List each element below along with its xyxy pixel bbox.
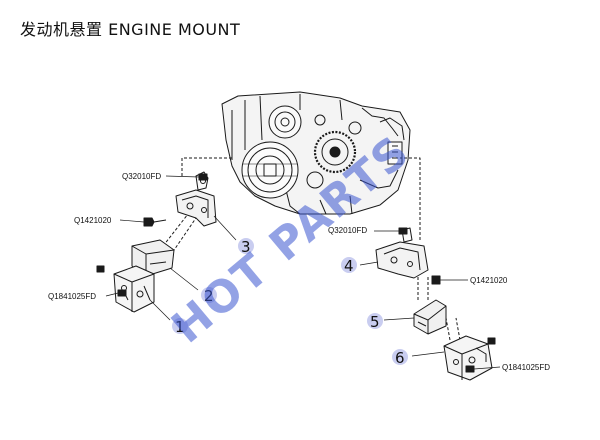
code-leader-lines bbox=[105, 175, 501, 370]
left-top-bolt bbox=[198, 173, 208, 181]
part-code-q1421020-left: Q1421020 bbox=[74, 216, 112, 225]
left-lower-bracket bbox=[113, 265, 155, 313]
right-top-bolt bbox=[398, 227, 408, 235]
right-side-bolt bbox=[431, 275, 441, 285]
page-title: 发动机悬置 ENGINE MOUNT bbox=[20, 20, 241, 39]
right-lower-bracket bbox=[443, 335, 493, 381]
callout-5: 5 bbox=[370, 313, 380, 331]
left-side-bolt bbox=[143, 217, 167, 227]
part-code-q1421020-right: Q1421020 bbox=[470, 276, 508, 285]
left-insulator bbox=[131, 239, 175, 277]
engine-block-drawing bbox=[221, 91, 411, 215]
callout-leader-lines bbox=[149, 215, 445, 357]
callout-6: 6 bbox=[395, 349, 405, 367]
part-code-q32010fd-left: Q32010FD bbox=[122, 172, 161, 181]
left-upper-bracket bbox=[175, 171, 217, 227]
left-lower-bolts bbox=[96, 265, 127, 297]
callout-circles bbox=[172, 238, 408, 365]
callout-4: 4 bbox=[344, 257, 354, 275]
right-lower-bolts bbox=[465, 337, 496, 373]
right-insulator bbox=[413, 299, 447, 335]
part-code-q1841025fd-left: Q1841025FD bbox=[48, 292, 96, 301]
callout-1: 1 bbox=[175, 318, 185, 336]
part-code-q32010fd-right: Q32010FD bbox=[328, 226, 367, 235]
callout-2: 2 bbox=[204, 287, 214, 305]
right-upper-bracket bbox=[375, 227, 429, 279]
callout-3: 3 bbox=[241, 238, 251, 256]
part-code-q1841025fd-right: Q1841025FD bbox=[502, 363, 550, 372]
